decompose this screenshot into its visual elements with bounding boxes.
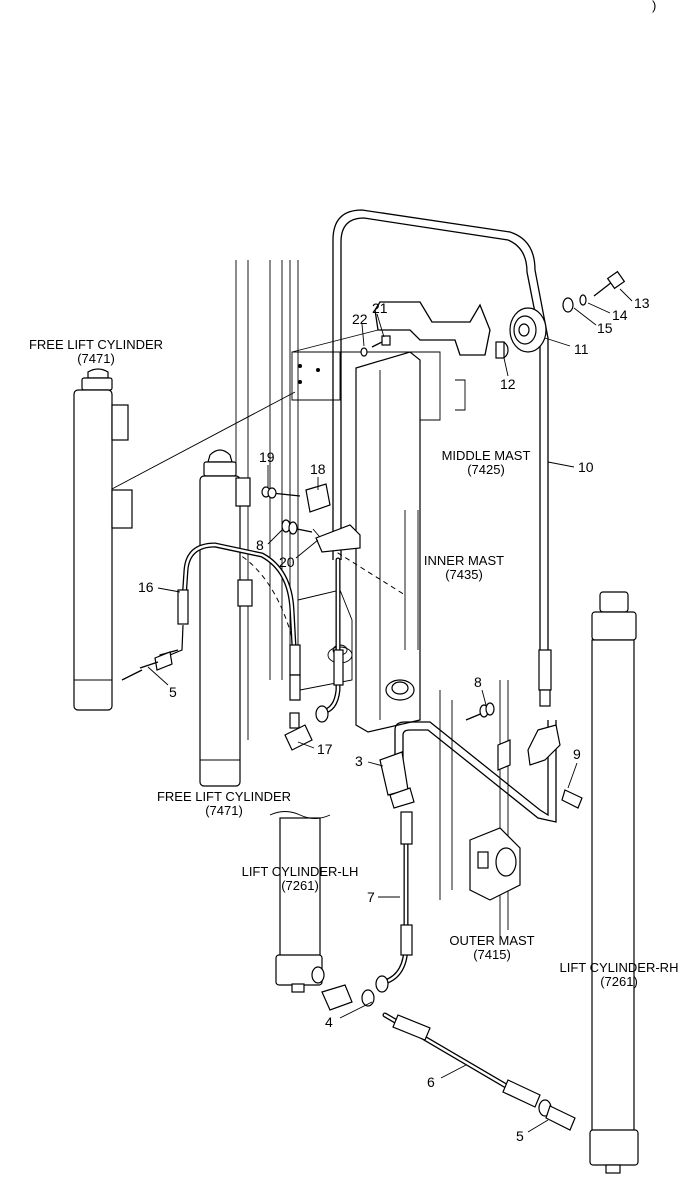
code-free-lift-cylinder-top: (7471)	[77, 351, 115, 366]
label-free-lift-cylinder-bottom: FREE LIFT CYLINDER	[157, 789, 291, 804]
tee-17	[284, 712, 313, 751]
washer-22	[360, 347, 368, 357]
callout-8-upper: 8	[256, 537, 264, 553]
label-outer-mast: OUTER MAST	[449, 933, 534, 948]
lift-cylinder-rh	[589, 591, 639, 1174]
callout-19: 19	[259, 449, 275, 465]
label-middle-mast: MIDDLE MAST	[442, 448, 531, 463]
code-free-lift-cylinder-bottom: (7471)	[205, 803, 243, 818]
hose-16	[121, 542, 301, 701]
clamp-18	[305, 483, 331, 513]
callout-8-lower: 8	[474, 674, 482, 690]
callout-11: 11	[574, 341, 589, 357]
middle-mast-crossmember	[291, 301, 491, 421]
callout-3: 3	[355, 753, 363, 769]
hose-inner	[315, 557, 344, 723]
callout-14: 14	[612, 307, 628, 323]
callout-5-upper: 5	[169, 684, 177, 700]
tee-4	[321, 984, 375, 1011]
code-middle-mast: (7425)	[467, 462, 505, 477]
label-inner-mast: INNER MAST	[424, 553, 504, 568]
hose-7	[375, 811, 413, 993]
bolt-19	[261, 486, 301, 499]
bolt-21	[371, 335, 391, 348]
callout-17: 17	[317, 741, 333, 757]
bolt-8-lower	[465, 702, 495, 721]
callout-18: 18	[310, 461, 326, 477]
callout-5-lower: 5	[516, 1128, 524, 1144]
sheave-11	[509, 307, 547, 353]
label-free-lift-cylinder-top: FREE LIFT CYLINDER	[29, 337, 163, 352]
callout-16: 16	[138, 579, 154, 595]
spacer-12	[495, 341, 509, 359]
outer-mast-bracket	[469, 827, 521, 901]
lift-cylinder-lh	[275, 817, 325, 993]
pipe-3	[379, 720, 557, 823]
inner-mast-channel	[355, 351, 421, 733]
callout-13: 13	[634, 295, 650, 311]
callout-6: 6	[427, 1074, 435, 1090]
label-lift-cylinder-lh: LIFT CYLINDER-LH	[242, 864, 359, 879]
callout-22: 22	[352, 311, 368, 327]
bolt-8-upper	[281, 519, 313, 535]
washer-14	[579, 294, 587, 306]
code-lift-cylinder-lh: (7261)	[281, 878, 319, 893]
free-lift-cylinder-center	[199, 449, 253, 787]
washer-15	[562, 297, 574, 313]
code-outer-mast: (7415)	[473, 947, 511, 962]
callout-4: 4	[325, 1014, 333, 1030]
callout-20: 20	[279, 554, 295, 570]
callout-12: 12	[500, 376, 516, 392]
label-lift-cylinder-rh: LIFT CYLINDER-RH	[560, 960, 679, 975]
callout-9: 9	[573, 746, 581, 762]
callout-15: 15	[597, 320, 613, 336]
bracket-9	[497, 724, 583, 809]
bolt-13	[593, 270, 626, 297]
lower-crossmember	[297, 589, 353, 691]
code-inner-mast: (7435)	[445, 567, 483, 582]
free-lift-cylinder-left	[73, 368, 133, 711]
bracket-20	[315, 524, 361, 553]
callout-10: 10	[578, 459, 594, 475]
pipe-10	[332, 209, 552, 707]
leader-lines	[147, 288, 633, 1133]
callout-21: 21	[372, 300, 388, 316]
header-fragment: )	[652, 0, 656, 13]
hose-6	[382, 1012, 576, 1131]
code-lift-cylinder-rh: (7261)	[600, 974, 638, 989]
callout-7: 7	[367, 889, 375, 905]
